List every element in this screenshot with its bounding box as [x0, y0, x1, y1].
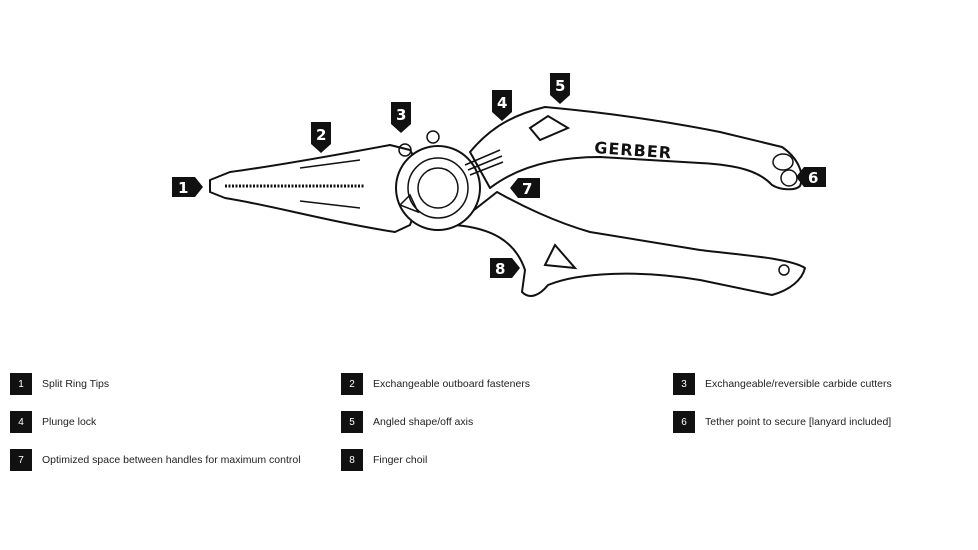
legend-label: Optimized space between handles for maxi…: [42, 454, 301, 466]
lock-grip: [464, 149, 504, 176]
jaw-detail: [299, 159, 361, 209]
callout-1: 1: [172, 177, 203, 197]
callout-3: 3: [391, 102, 411, 133]
legend-label: Exchangeable outboard fasteners: [373, 378, 531, 390]
upper-handle-cutout: [528, 114, 571, 142]
callout-5: 5: [550, 73, 570, 104]
legend-item-2: 2 Exchangeable outboard fasteners: [341, 373, 530, 395]
lower-handle: [454, 191, 806, 297]
legend-badge: 1: [10, 373, 32, 395]
legend-item-7: 7 Optimized space between handles for ma…: [10, 449, 301, 471]
svg-text:5: 5: [555, 77, 565, 95]
jaw: [209, 144, 419, 233]
legend-badge: 5: [341, 411, 363, 433]
lower-handle-hole: [778, 264, 790, 276]
legend-badge: 2: [341, 373, 363, 395]
legend-badge: 3: [673, 373, 695, 395]
svg-text:6: 6: [808, 169, 818, 187]
head-cutout: [398, 193, 420, 214]
pliers-diagram: GERBER 1 2 3 4 5 6 7 8: [172, 73, 826, 297]
legend-badge: 4: [10, 411, 32, 433]
svg-text:3: 3: [396, 106, 406, 124]
pivot-inner-ring: [407, 157, 469, 219]
legend-label: Finger choil: [373, 454, 428, 466]
legend-item-6: 6 Tether point to secure [lanyard includ…: [673, 411, 891, 433]
legend-item-1: 1 Split Ring Tips: [10, 373, 109, 395]
svg-text:4: 4: [497, 94, 507, 112]
svg-text:1: 1: [178, 179, 188, 197]
tether-loop-upper: [772, 153, 794, 171]
legend-item-8: 8 Finger choil: [341, 449, 427, 471]
fastener-right: [426, 130, 440, 144]
legend-label: Tether point to secure [lanyard included…: [705, 416, 892, 428]
callout-7: 7: [510, 178, 540, 198]
upper-handle: [469, 106, 803, 191]
legend-badge: 6: [673, 411, 695, 433]
svg-text:7: 7: [522, 180, 532, 198]
legend-label: Exchangeable/reversible carbide cutters: [705, 378, 892, 390]
callout-2: 2: [311, 122, 331, 153]
callout-8: 8: [490, 258, 520, 278]
legend-label: Angled shape/off axis: [373, 416, 474, 428]
svg-text:8: 8: [495, 260, 505, 278]
legend-badge: 8: [341, 449, 363, 471]
callout-4: 4: [492, 90, 512, 121]
lower-handle-cutout: [543, 243, 578, 270]
brand-logo: GERBER: [594, 138, 673, 162]
legend-item-4: 4 Plunge lock: [10, 411, 96, 433]
legend-label: Plunge lock: [42, 416, 97, 428]
legend-label: Split Ring Tips: [42, 378, 110, 390]
svg-text:2: 2: [316, 126, 326, 144]
fastener-left: [398, 143, 412, 157]
callout-6: 6: [796, 167, 826, 187]
legend-badge: 7: [10, 449, 32, 471]
legend-item-5: 5 Angled shape/off axis: [341, 411, 473, 433]
pivot-center: [417, 167, 459, 209]
legend-item-3: 3 Exchangeable/reversible carbide cutter…: [673, 373, 892, 395]
